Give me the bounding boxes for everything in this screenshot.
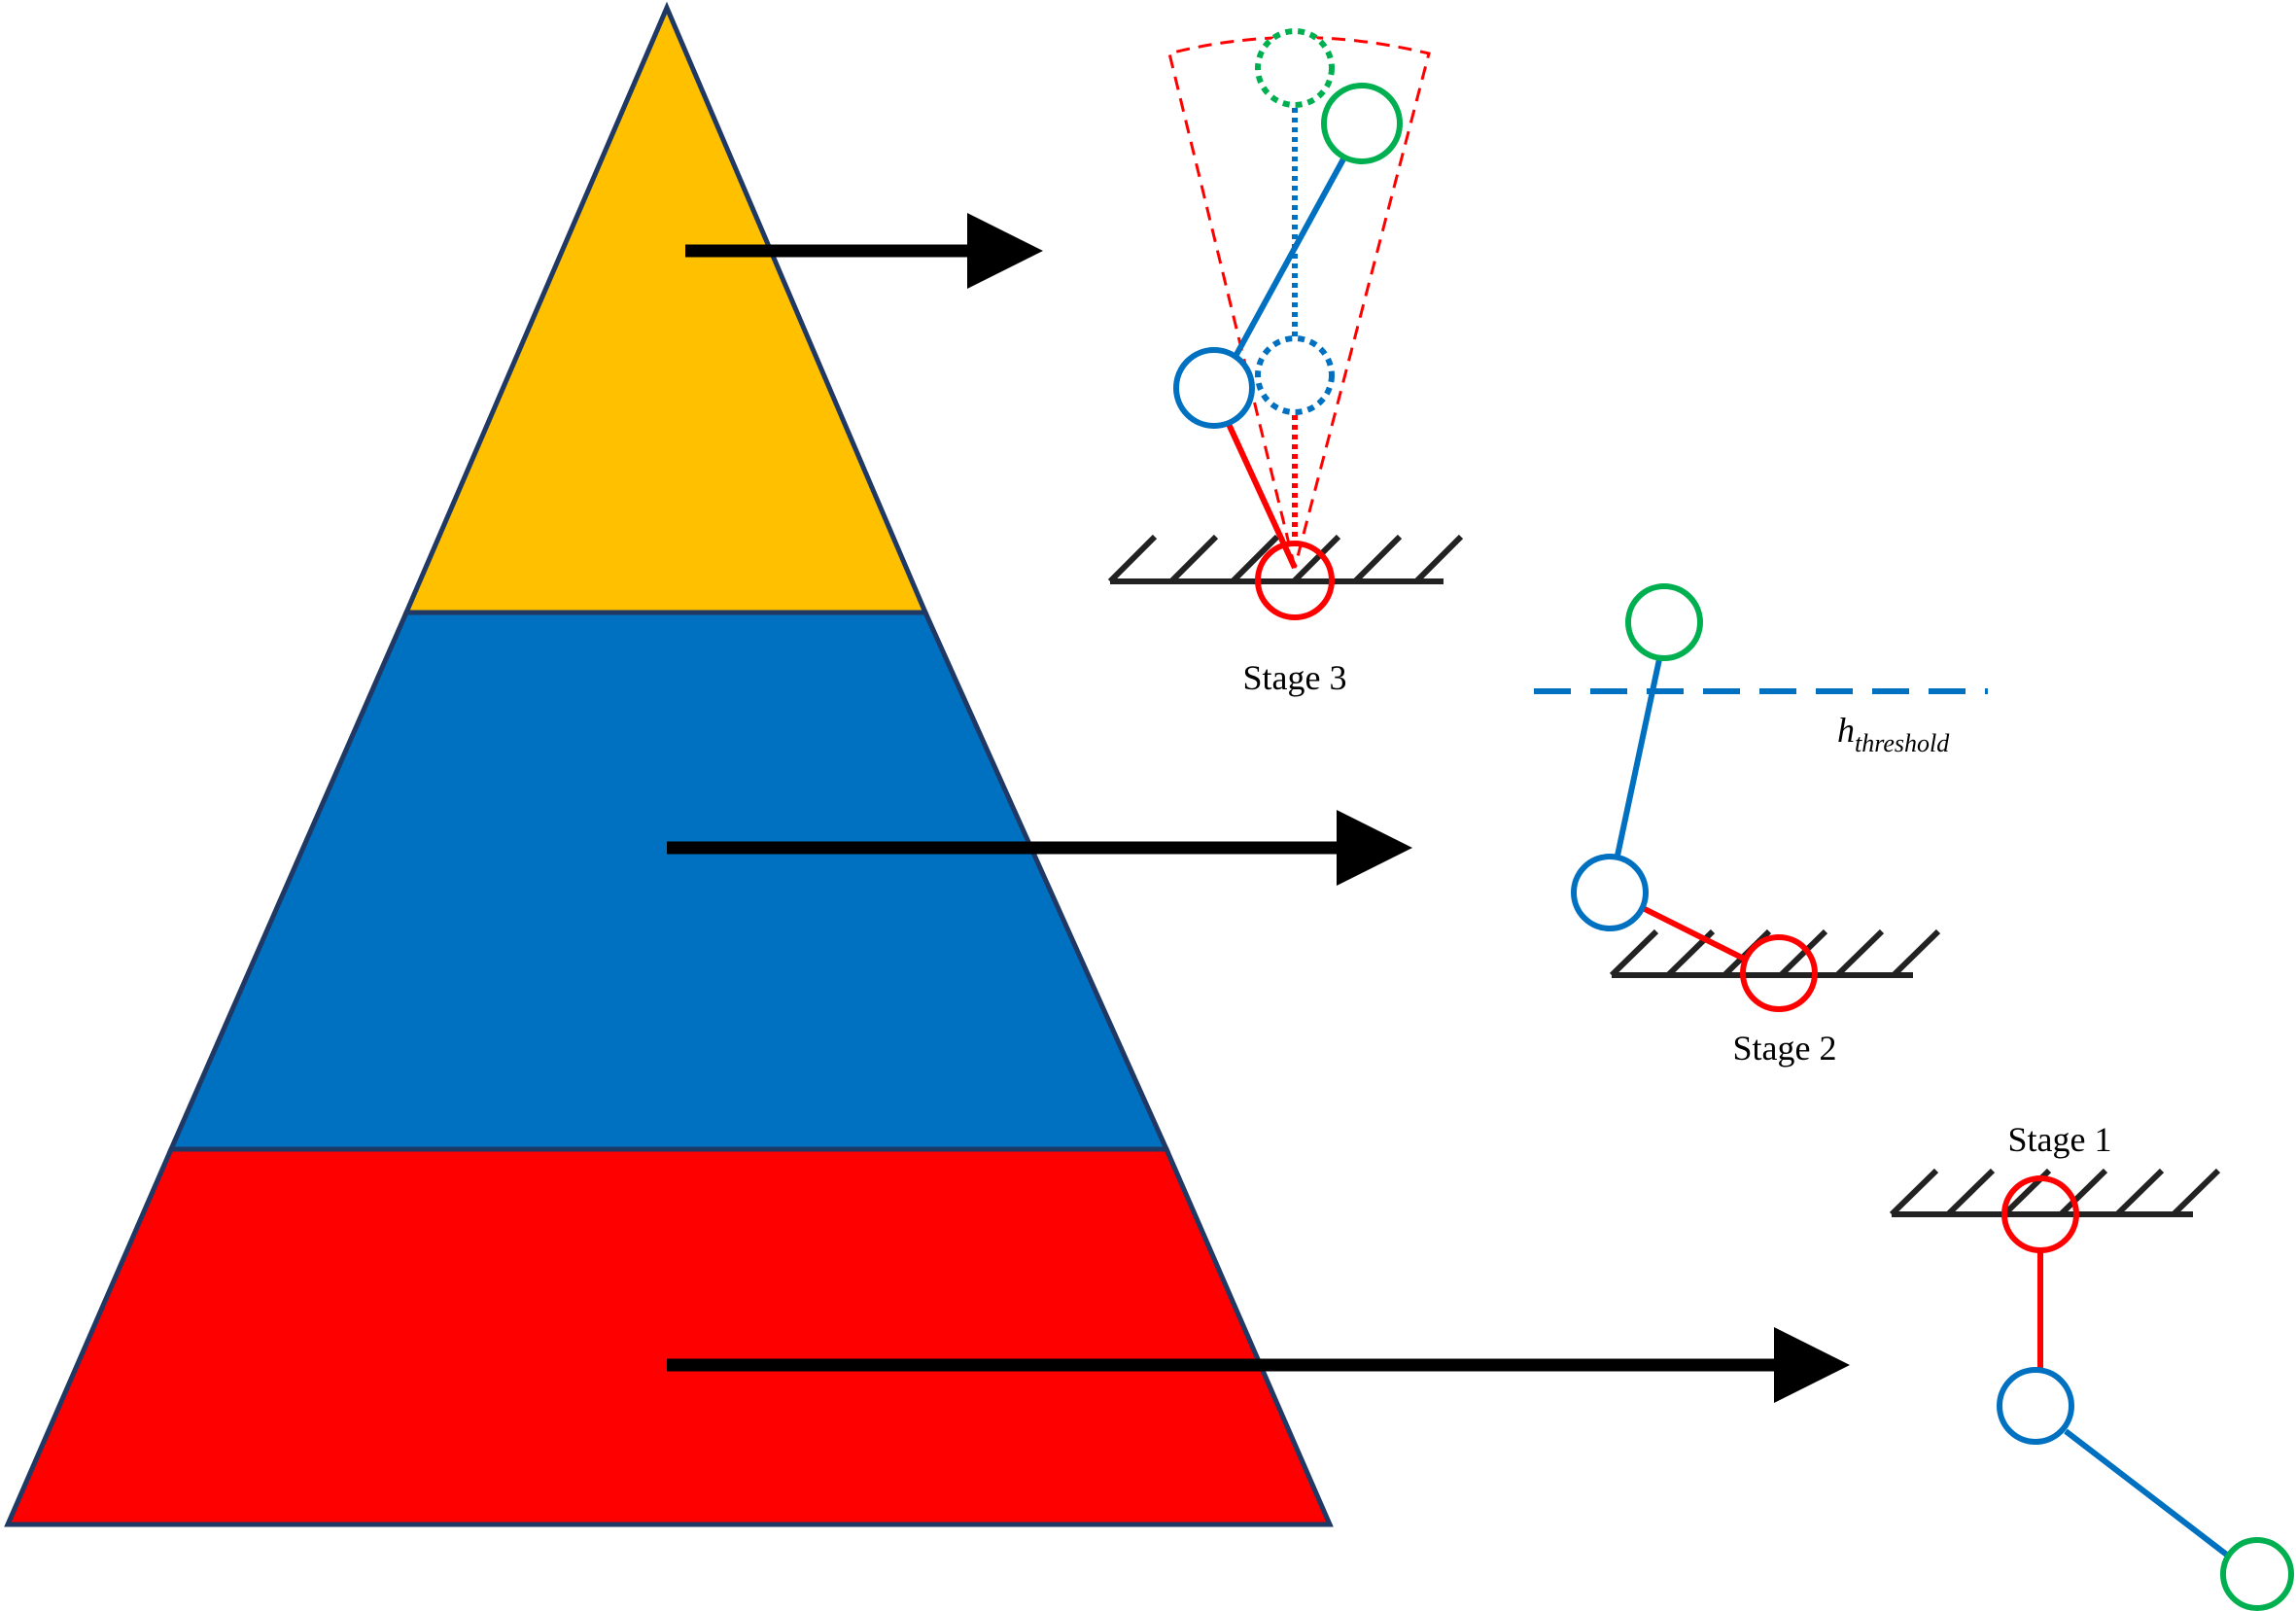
stage1-joint-red bbox=[2001, 1175, 2079, 1253]
pyramid-top-layer bbox=[402, 1, 929, 615]
stage3-ground bbox=[1107, 534, 1464, 584]
stage3-diagram: Stage 3 bbox=[1107, 28, 1464, 697]
stage2-joint-green bbox=[1625, 583, 1703, 661]
stage2-label: Stage 2 bbox=[1733, 1029, 1837, 1068]
stage2-joint-blue bbox=[1571, 854, 1649, 931]
stage3-label: Stage 3 bbox=[1243, 658, 1347, 697]
stage2-joint-red bbox=[1740, 934, 1818, 1012]
stage2-link-red bbox=[1641, 905, 1748, 963]
stage1-diagram: Stage 1 bbox=[1889, 1120, 2294, 1611]
stage2-threshold-label: hthreshold bbox=[1837, 711, 1950, 757]
pyramid-middle-layer bbox=[167, 610, 1170, 1152]
pyramid bbox=[4, 1, 1334, 1527]
stage3-joint-green bbox=[1321, 83, 1403, 164]
stage3-ref-joint-blue bbox=[1255, 335, 1335, 415]
stage1-joint-blue bbox=[1997, 1367, 2074, 1445]
stage3-ref-joint-green bbox=[1255, 28, 1335, 108]
stage3-link-blue bbox=[1230, 154, 1348, 364]
stage2-link-blue bbox=[1615, 658, 1662, 857]
stage1-label: Stage 1 bbox=[2008, 1120, 2112, 1159]
stage1-joint-green bbox=[2220, 1537, 2294, 1611]
stage-arrows bbox=[667, 213, 1850, 1403]
stage3-joint-blue bbox=[1173, 347, 1255, 429]
stage1-link-blue bbox=[2064, 1428, 2230, 1558]
pyramid-bottom-layer bbox=[4, 1146, 1334, 1527]
stage3-joint-red bbox=[1255, 541, 1335, 620]
stage2-diagram: hthreshold Stage 2 bbox=[1534, 583, 1988, 1068]
stage1-ground bbox=[1889, 1168, 2221, 1217]
